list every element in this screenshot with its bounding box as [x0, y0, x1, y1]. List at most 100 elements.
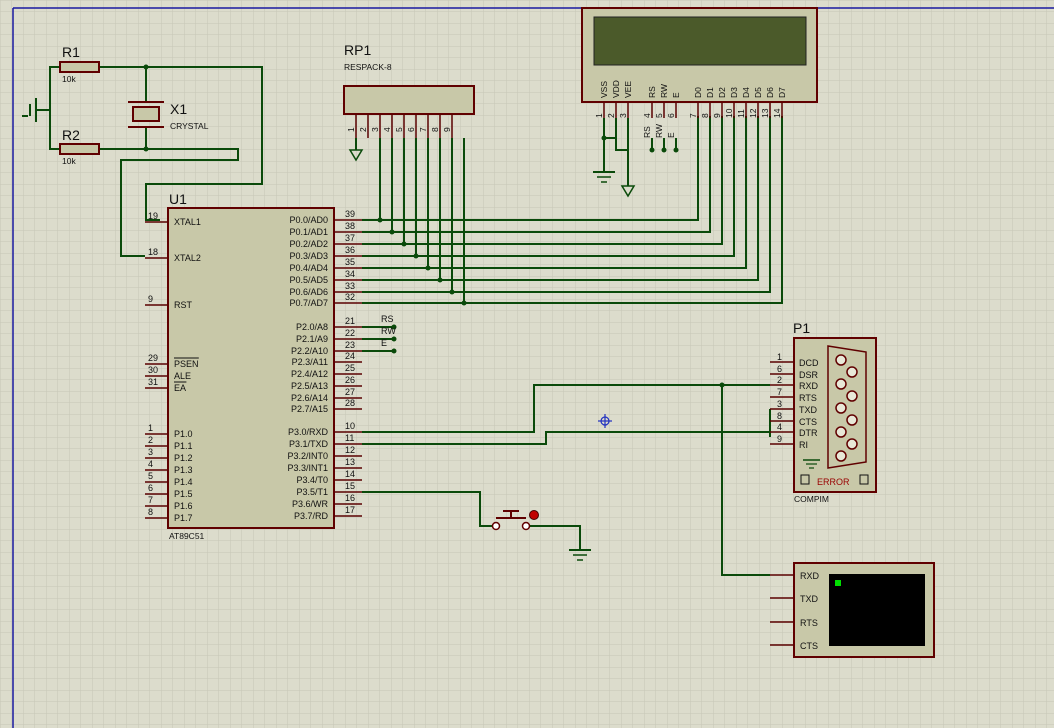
u1-pin-label: P3.3/INT1 [287, 463, 328, 473]
terminal-pin-label: RTS [800, 618, 818, 628]
x1-value: CRYSTAL [170, 121, 209, 131]
u1-pin-label: P2.1/A9 [296, 334, 328, 344]
resistor-r2[interactable]: R2 10k [59, 127, 100, 166]
lcd-pin-label: D6 [765, 87, 775, 98]
lcd-pin-label: E [671, 92, 681, 98]
u1-pin-label: P0.7/AD7 [289, 298, 328, 308]
u1-pin-number: 2 [148, 435, 153, 445]
lcd-pin-number: 13 [760, 108, 770, 118]
lcd-pin-label: RS [647, 86, 657, 98]
lcd-pin-number: 7 [688, 113, 698, 118]
resistor-r1[interactable]: R1 10k [59, 44, 100, 84]
mcu-u1[interactable]: U1 AT89C51 19XTAL118XTAL29RST29PSEN30ALE… [145, 191, 396, 541]
net-label: RW [654, 124, 664, 138]
u1-pin-number: 27 [345, 387, 355, 397]
u1-pin-number: 39 [345, 209, 355, 219]
lcd-display[interactable]: VSS1VDD2VEE3RS4RW5E6D07D18D29D310D411D51… [581, 7, 818, 198]
u1-pin-number: 5 [148, 471, 153, 481]
u1-pin-label: P0.3/AD3 [289, 251, 328, 261]
u1-pin-number: 13 [345, 457, 355, 467]
u1-left-pins: 19XTAL118XTAL29RST29PSEN30ALE31EA1P1.02P… [145, 211, 201, 523]
terminal-pin-label: TXD [800, 594, 819, 604]
lcd-pin-label: VSS [599, 81, 609, 98]
u1-pin-number: 1 [148, 423, 153, 433]
u1-pin-number: 28 [345, 398, 355, 408]
r2-ref: R2 [62, 127, 80, 143]
p1-pin-number: 6 [777, 364, 782, 374]
lcd-pin-number: 9 [712, 113, 722, 118]
u1-pin-number: 12 [345, 445, 355, 455]
u1-pin-number: 9 [148, 294, 153, 304]
u1-pin-label: P2.6/A14 [291, 393, 328, 403]
u1-pin-number: 24 [345, 351, 355, 361]
terminal-cursor [835, 580, 841, 586]
u1-pin-label: P0.4/AD4 [289, 263, 328, 273]
u1-pin-label: P2.3/A11 [292, 357, 328, 367]
push-button[interactable] [491, 510, 539, 531]
u1-pin-label: P1.0 [174, 429, 193, 439]
p1-status: ERROR [817, 477, 850, 487]
r1-value: 10k [62, 74, 76, 84]
terminal-screen [829, 574, 925, 646]
p1-pin-number: 8 [777, 411, 782, 421]
u1-pin-label: P3.2/INT0 [287, 451, 328, 461]
u1-pin-label: P3.4/T0 [296, 475, 328, 485]
u1-pin-label: P2.4/A12 [291, 369, 328, 379]
lcd-pin-label: D4 [741, 87, 751, 98]
u1-pin-label: EA [174, 383, 186, 393]
u1-pin-label: P3.0/RXD [288, 427, 329, 437]
r1-ref: R1 [62, 44, 80, 60]
rp1-pin-number: 6 [406, 127, 416, 132]
lcd-screen [593, 16, 807, 66]
u1-right-pins: 39P0.0/AD038P0.1/AD137P0.2/AD236P0.3/AD3… [287, 209, 362, 521]
lcd-pin-label: D3 [729, 87, 739, 98]
lcd-pin-number: 8 [700, 113, 710, 118]
battery-icon[interactable] [22, 98, 37, 122]
u1-pin-label: P1.2 [174, 453, 193, 463]
rp1-pin-number: 2 [358, 127, 368, 132]
net-label: E [666, 132, 676, 138]
u1-pin-label: P1.3 [174, 465, 193, 475]
u1-pin-number: 37 [345, 233, 355, 243]
lcd-pin-label: D2 [717, 87, 727, 98]
u1-pin-number: 19 [148, 211, 158, 221]
u1-pin-label: P2.7/A15 [291, 404, 328, 414]
lcd-pin-label: RW [659, 84, 669, 98]
crystal-x1[interactable]: X1 CRYSTAL [128, 101, 209, 131]
u1-ref: U1 [169, 191, 187, 207]
u1-pin-label: P1.5 [174, 489, 193, 499]
u1-pin-number: 22 [345, 328, 355, 338]
net-label: E [381, 338, 387, 348]
u1-pin-number: 29 [148, 353, 158, 363]
u1-pin-label: P0.1/AD1 [289, 227, 328, 237]
junctions [143, 64, 725, 388]
u1-pin-label: P0.6/AD6 [289, 287, 328, 297]
p1-pin-number: 1 [777, 352, 782, 362]
ground-icon [593, 171, 615, 183]
u1-pin-number: 35 [345, 257, 355, 267]
lcd-pin-number: 6 [666, 113, 676, 118]
p1-ref: P1 [793, 320, 810, 336]
u1-pin-label: P3.1/TXD [289, 439, 329, 449]
serial-port-p1[interactable]: P1 ERROR COMPIM 1DCD6DSR2RXD7RTS3TXD8CTS… [770, 320, 877, 504]
p1-pin-label: DCD [799, 358, 819, 368]
u1-pin-label: XTAL1 [174, 217, 201, 227]
u1-pin-number: 11 [345, 433, 354, 443]
rp1-pin-number: 9 [442, 127, 452, 132]
lcd-pin-number: 14 [772, 108, 782, 118]
u1-pin-label: P3.7/RD [294, 511, 329, 521]
p1-pin-number: 3 [777, 399, 782, 409]
u1-pin-number: 23 [345, 340, 355, 350]
u1-pin-number: 16 [345, 493, 355, 503]
u1-pin-number: 38 [345, 221, 355, 231]
crosshair-cursor-icon [598, 414, 612, 428]
u1-pin-label: P2.5/A13 [291, 381, 328, 391]
u1-pin-number: 10 [345, 421, 355, 431]
p1-pin-label: DTR [799, 428, 818, 438]
button-state-icon [529, 510, 539, 520]
u1-pin-number: 6 [148, 483, 153, 493]
u1-pin-number: 34 [345, 269, 355, 279]
